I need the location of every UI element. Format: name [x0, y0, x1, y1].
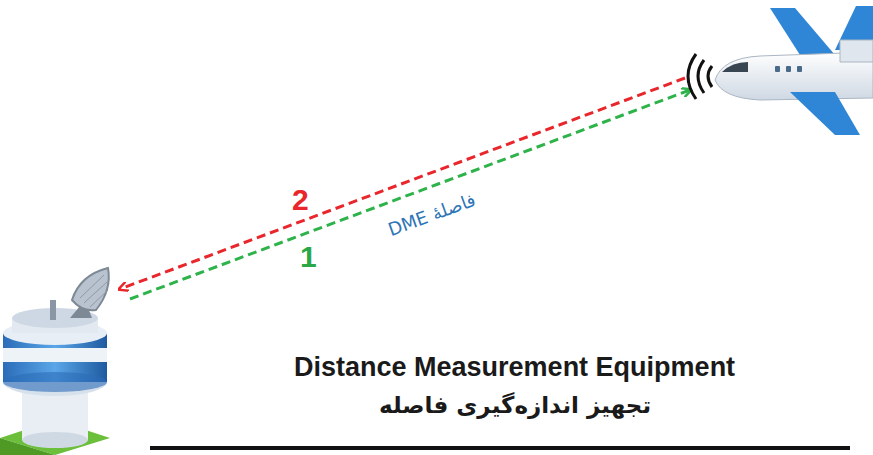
reply-signal: [120, 78, 685, 289]
control-tower: [0, 268, 110, 455]
title-underline: [150, 446, 850, 450]
callout-number: 1: [300, 240, 317, 274]
persian-caption: تجهیز اندازه‌گیری فاصله: [379, 392, 651, 418]
title: Distance Measurement Equipment: [294, 352, 735, 383]
distance-label: فاصلهٔ DME: [383, 188, 480, 240]
airplane: [688, 6, 873, 135]
callout-number: 2: [292, 183, 309, 217]
interrogation-signal: [130, 90, 690, 299]
